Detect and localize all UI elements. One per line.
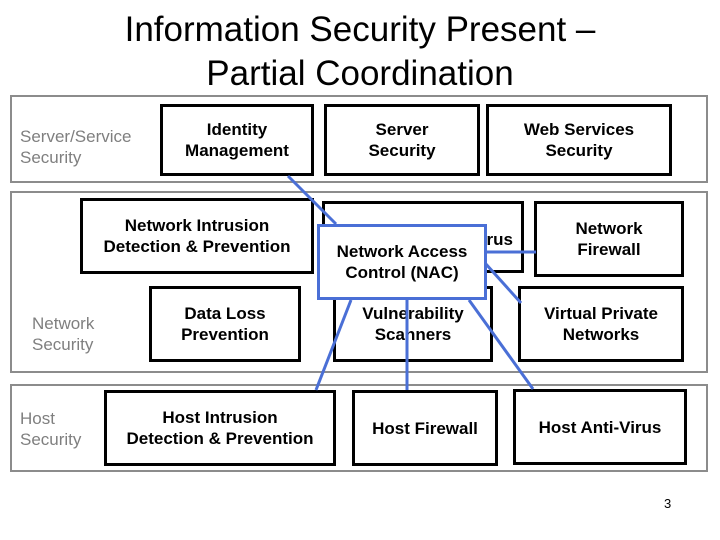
host-security-label: Host Security <box>20 408 81 450</box>
box-label: Scanners <box>374 325 452 344</box>
band-label-line: Security <box>20 430 82 449</box>
box-label: Host Firewall <box>372 418 478 438</box>
box-label: Management <box>185 141 289 160</box>
band-label-line: Security <box>32 335 94 354</box>
box-label: Network <box>575 219 643 238</box>
host-antivirus-box[interactable]: Host Anti-Virus <box>513 389 687 465</box>
slide-title: Information Security Present – Partial C… <box>0 8 720 96</box>
box-label: Network Intrusion <box>124 216 270 235</box>
box-label: Control (NAC) <box>345 263 459 282</box>
box-label: Server <box>375 120 429 139</box>
box-label: Web Services <box>523 120 635 139</box>
server-service-security-label: Server/Service Security <box>20 126 131 168</box>
box-label: Security <box>368 141 436 160</box>
box-label: Host Anti-Virus <box>538 417 662 437</box>
band-label-line: Host <box>20 409 55 428</box>
network-security-label: Network Security <box>32 313 94 355</box>
box-label: Networks <box>562 325 640 344</box>
page-number: 3 <box>664 496 672 511</box>
slide-title-line-1: Information Security Present – <box>124 10 596 49</box>
band-label-line: Network <box>32 314 95 333</box>
box-label: Virtual Private <box>543 304 659 323</box>
box-label: Identity <box>206 120 268 139</box>
box-label: Vulnerability <box>362 304 464 323</box>
host-firewall-box[interactable]: Host Firewall <box>352 390 498 466</box>
slide-title-line-2: Partial Coordination <box>206 54 514 93</box>
box-label: Security <box>545 141 613 160</box>
band-label-line: Security <box>20 148 82 167</box>
box-label: Network Access <box>336 242 468 261</box>
box-label: Prevention <box>181 325 269 344</box>
box-label: Host Intrusion <box>162 408 278 427</box>
box-label: rus <box>486 230 513 249</box>
band-label-line: Server/Service <box>20 127 132 146</box>
box-label: Data Loss <box>184 304 266 323</box>
box-label: Firewall <box>577 240 641 259</box>
box-label: Detection & Prevention <box>103 237 291 256</box>
box-label: Detection & Prevention <box>126 429 314 448</box>
